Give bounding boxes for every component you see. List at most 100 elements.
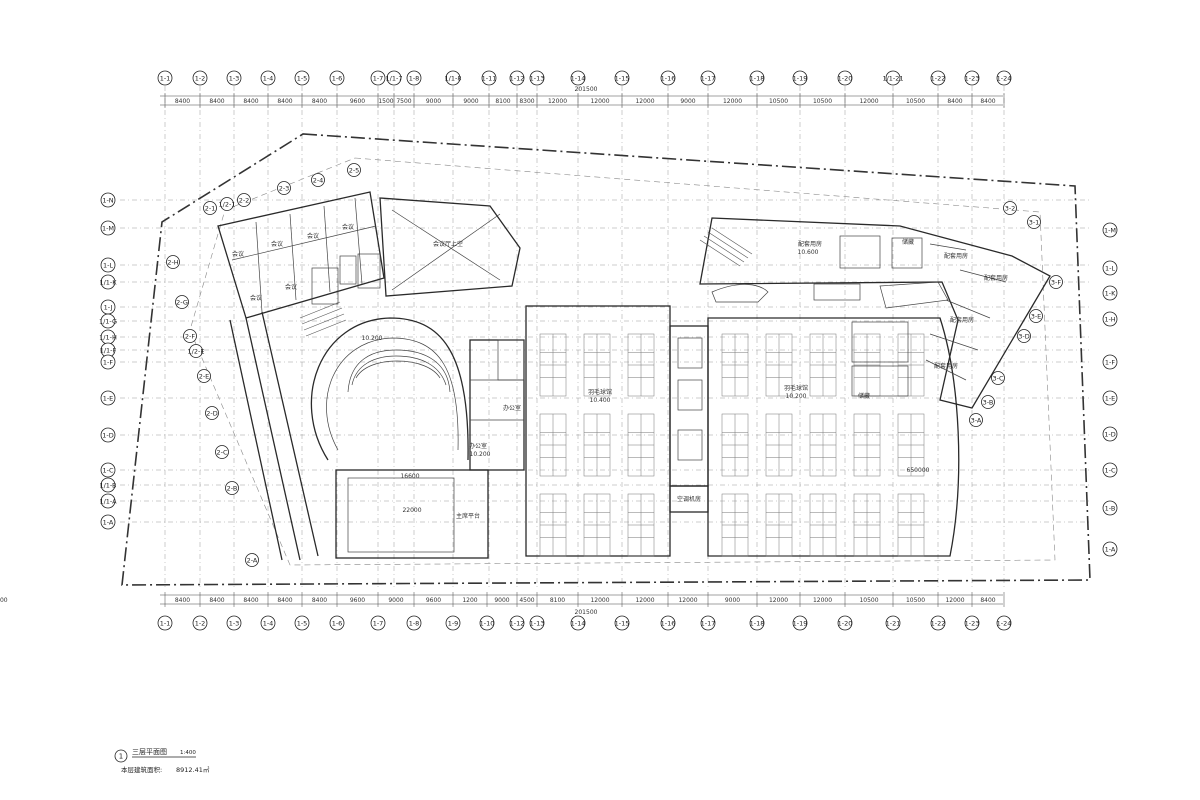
grid-bubble-top-18: 1-19 xyxy=(792,70,808,86)
grid-bubble-top-1: 1-2 xyxy=(192,70,208,86)
grid-bubble-left-9: 1-E xyxy=(100,390,116,406)
dim-bottom-14: 12000 xyxy=(678,597,697,604)
room-label-office-1: 办公室 xyxy=(503,404,521,412)
grid-bubble-bottom-14: 1-16 xyxy=(660,615,676,631)
room-label-hall-void: 会议厅上空 xyxy=(433,240,463,248)
grid-bubble-right-0: 1-M xyxy=(1102,222,1118,238)
svg-text:1-C: 1-C xyxy=(102,467,113,475)
grid-bubble-bottom-16: 1-18 xyxy=(749,615,765,631)
span-label-stage-depth: 22000 xyxy=(402,507,421,514)
svg-text:1/1-K: 1/1-K xyxy=(99,279,117,287)
grid-bubble-top-14: 1-15 xyxy=(614,70,630,86)
svg-text:1-D: 1-D xyxy=(102,432,114,440)
svg-text:2-E: 2-E xyxy=(199,373,210,381)
svg-text:1-19: 1-19 xyxy=(793,75,808,83)
dim-bottom-12: 12000 xyxy=(590,597,609,604)
svg-text:1/1-F: 1/1-F xyxy=(100,347,117,355)
grid-bubble-left-5: 1/1-G xyxy=(99,313,117,329)
grid-bubble-bottom-2: 1-3 xyxy=(226,615,242,631)
grid-bubble-top-22: 1-23 xyxy=(964,70,980,86)
svg-text:1-16: 1-16 xyxy=(661,620,676,628)
svg-text:1-B: 1-B xyxy=(1105,505,1116,513)
drawing-number: 1 xyxy=(119,753,123,761)
svg-text:2-F: 2-F xyxy=(185,333,195,341)
grid-bubble-top-5: 1-6 xyxy=(329,70,345,86)
svg-text:1-14: 1-14 xyxy=(571,620,586,628)
svg-text:1-M: 1-M xyxy=(1104,227,1116,235)
svg-text:1/1-A: 1/1-A xyxy=(99,498,117,506)
grid-bubble-wing2-13: 2-B xyxy=(225,481,239,495)
grid-bubble-top-11: 1-12 xyxy=(509,70,525,86)
grid-bubble-top-0: 1-1 xyxy=(157,70,173,86)
grid-bubble-top-21: 1-22 xyxy=(930,70,946,86)
svg-text:1-1: 1-1 xyxy=(160,620,171,628)
floor-area-value: 8912.41㎡ xyxy=(176,765,210,774)
svg-text:1-21: 1-21 xyxy=(886,620,901,628)
svg-text:1-15: 1-15 xyxy=(615,75,630,83)
grid-bubble-wing3-4: 3-D xyxy=(1017,329,1031,343)
dim-top-15: 9000 xyxy=(680,98,695,105)
grid-bubble-top-23: 1-24 xyxy=(996,70,1012,86)
grid-bubble-left-12: 1/1-B xyxy=(99,477,117,493)
grid-bubble-bottom-22: 1-24 xyxy=(996,615,1012,631)
dim-bottom-17: 12000 xyxy=(813,597,832,604)
grid-bubble-left-0: 1-N xyxy=(100,192,116,208)
grid-bubble-bottom-9: 1-10 xyxy=(479,615,495,631)
svg-text:3-F: 3-F xyxy=(1051,279,1061,287)
dim-bottom-8: 1200 xyxy=(462,597,477,604)
svg-text:1-24: 1-24 xyxy=(997,75,1012,83)
grid-bubble-top-16: 1-17 xyxy=(700,70,716,86)
left-wing-wall xyxy=(229,311,319,561)
dim-bottom-18: 10500 xyxy=(859,597,878,604)
dim-top-5: 9600 xyxy=(350,98,365,105)
elevation-label-badminton-left: 10.400 xyxy=(590,397,611,404)
room-label-office-2: 办公室 xyxy=(469,442,487,450)
grid-bubble-left-1: 1-M xyxy=(100,220,116,236)
grid-bubble-bottom-15: 1-17 xyxy=(700,615,716,631)
grid-bubble-left-6: 1/1-H xyxy=(99,329,117,345)
svg-text:1-5: 1-5 xyxy=(297,620,308,628)
svg-text:3-D: 3-D xyxy=(1018,333,1030,341)
grid-bubble-bottom-0: 1-1 xyxy=(157,615,173,631)
svg-text:1-L: 1-L xyxy=(103,262,113,270)
svg-text:3-A: 3-A xyxy=(971,417,982,425)
dim-top-10: 8100 xyxy=(495,98,510,105)
hall-void-wall xyxy=(379,197,521,297)
span-label-right-hall: 650000 xyxy=(907,467,930,474)
axis-grid-lines xyxy=(120,86,1090,590)
span-label-auditorium-width: 16600 xyxy=(400,473,419,480)
svg-text:1-4: 1-4 xyxy=(263,620,274,628)
dim-top-21: 8400 xyxy=(947,98,962,105)
grid-bubble-wing3-1: 3-1 xyxy=(1027,215,1041,229)
dim-bottom-9: 9000 xyxy=(494,597,509,604)
drawing-scale: 1:400 xyxy=(180,750,196,756)
grid-bubble-wing2-10: 2-E xyxy=(197,369,211,383)
svg-text:1-8: 1-8 xyxy=(409,75,420,83)
badminton-hall-right xyxy=(707,317,960,557)
grid-bubble-top-8: 1-8 xyxy=(406,70,422,86)
grid-bubble-top-19: 1-20 xyxy=(837,70,853,86)
svg-text:1-13: 1-13 xyxy=(530,75,545,83)
svg-text:1-20: 1-20 xyxy=(838,620,853,628)
dim-top-4: 8400 xyxy=(312,98,327,105)
grid-bubble-wing2-6: 2-H xyxy=(166,255,180,269)
grid-bubble-bottom-8: 1-9 xyxy=(445,615,461,631)
svg-text:1-18: 1-18 xyxy=(750,620,765,628)
dim-top-3: 8400 xyxy=(277,98,292,105)
dim-top-8: 9000 xyxy=(426,98,441,105)
svg-text:3-1: 3-1 xyxy=(1029,219,1040,227)
svg-text:1-16: 1-16 xyxy=(661,75,676,83)
dim-bottom-5: 9600 xyxy=(350,597,365,604)
grid-bubble-bottom-20: 1-22 xyxy=(930,615,946,631)
grid-bubble-top-7: 1/1-7 xyxy=(386,70,402,86)
svg-text:1-18: 1-18 xyxy=(750,75,765,83)
svg-text:1-11: 1-11 xyxy=(482,75,497,83)
svg-text:2-C: 2-C xyxy=(216,449,227,457)
grid-bubble-left-13: 1/1-A xyxy=(99,493,117,509)
room-label-stage-platform: 主席平台 xyxy=(456,512,480,520)
svg-text:1-24: 1-24 xyxy=(997,620,1012,628)
elevation-label-badminton-right: 10.200 xyxy=(786,393,807,400)
dim-bottom-6: 9000 xyxy=(388,597,403,604)
grid-bubble-right-3: 1-H xyxy=(1102,311,1118,327)
